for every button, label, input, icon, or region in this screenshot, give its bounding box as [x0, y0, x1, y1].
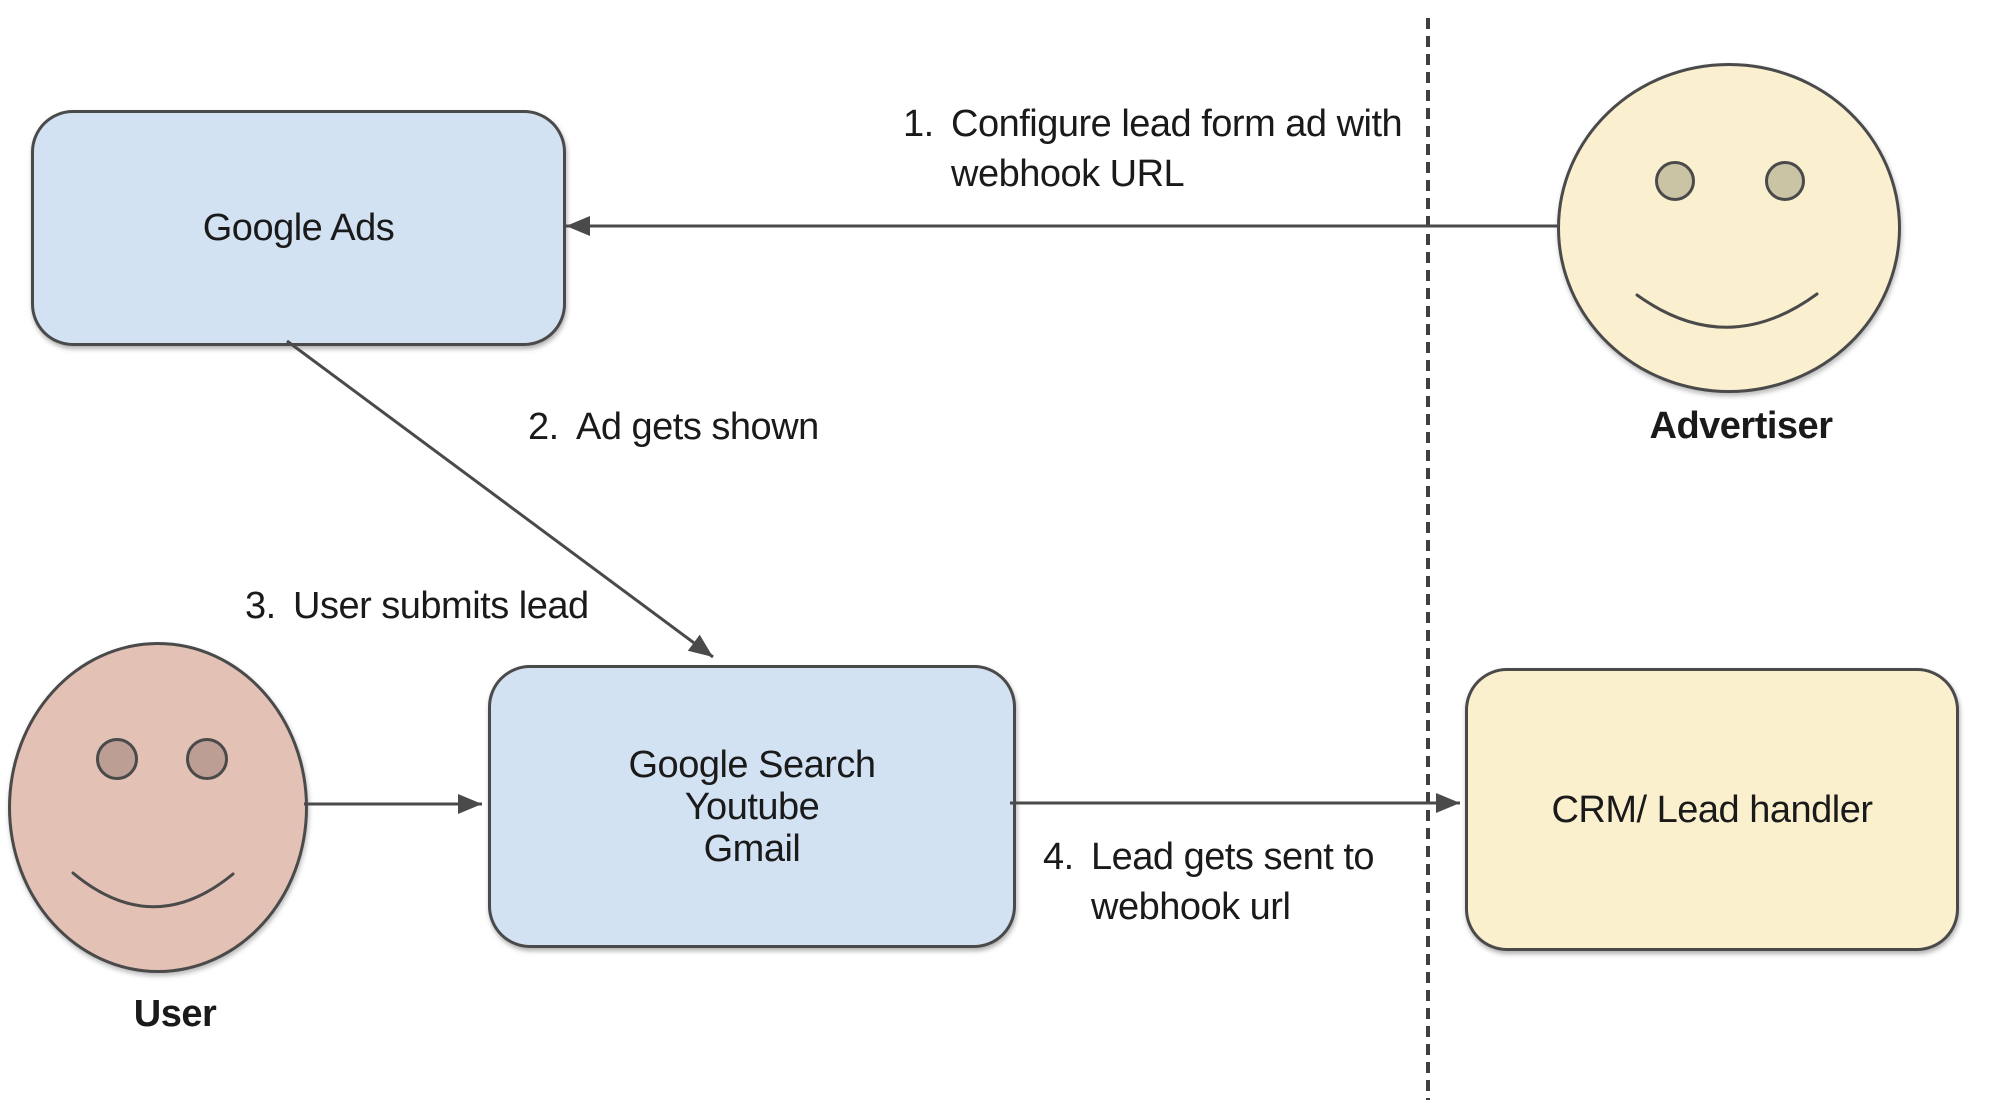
step-3-text: User submits lead [293, 581, 589, 631]
step-4-text: Lead gets sent to webhook url [1091, 832, 1375, 932]
user-label: User [133, 993, 217, 1035]
step-1-number: 1. [903, 103, 934, 145]
step-2-line-1: Ad gets shown [576, 406, 819, 448]
node-google-surfaces-label: Google Search Youtube Gmail [628, 743, 877, 870]
step-1-line-2: webhook URL [951, 153, 1185, 195]
advertiser-right-eye-icon [1765, 161, 1805, 201]
user-face-icon [8, 642, 308, 973]
step-4-annotation: 4. Lead gets sent to webhook url [1043, 832, 1375, 932]
step-4-line-2: webhook url [1091, 886, 1291, 928]
step-3-number: 3. [245, 585, 276, 627]
step-4-number: 4. [1043, 836, 1074, 878]
step-1-text: Configure lead form ad with webhook URL [951, 99, 1403, 199]
advertiser-label: Advertiser [1649, 405, 1833, 447]
surface-line-youtube: Youtube [684, 785, 820, 828]
step-2-annotation: 2. Ad gets shown [528, 402, 819, 452]
node-google-ads-label: Google Ads [202, 207, 395, 249]
node-crm-label: CRM/ Lead handler [1551, 788, 1873, 831]
surface-line-google-search: Google Search [628, 743, 877, 786]
step-3-line-1: User submits lead [293, 585, 589, 627]
advertiser-left-eye-icon [1655, 161, 1695, 201]
node-google-ads: Google Ads [31, 110, 566, 346]
step-2-text: Ad gets shown [576, 402, 819, 452]
advertiser-face-icon [1557, 63, 1901, 393]
user-left-eye-icon [96, 738, 138, 780]
node-google-surfaces: Google Search Youtube Gmail [488, 665, 1016, 948]
step-4-line-1: Lead gets sent to [1091, 836, 1375, 878]
node-crm-lead-handler: CRM/ Lead handler [1465, 668, 1959, 951]
surface-line-gmail: Gmail [703, 827, 801, 870]
step-1-annotation: 1. Configure lead form ad with webhook U… [903, 99, 1403, 199]
user-right-eye-icon [186, 738, 228, 780]
step-3-annotation: 3. User submits lead [245, 581, 589, 631]
step-1-line-1: Configure lead form ad with [951, 103, 1403, 145]
step-2-number: 2. [528, 406, 559, 448]
